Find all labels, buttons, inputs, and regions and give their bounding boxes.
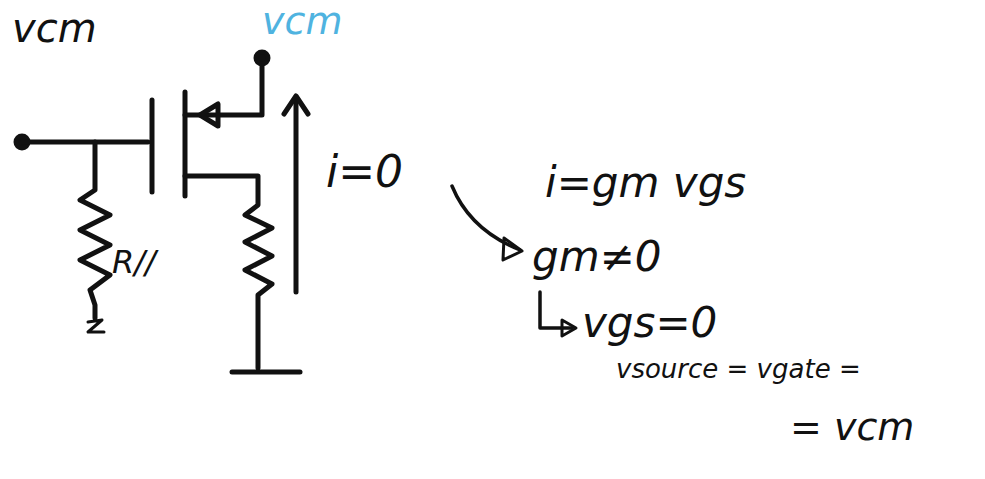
source-terminal xyxy=(256,52,268,64)
resistor-symbol xyxy=(80,142,110,318)
current-label: i=0 xyxy=(326,150,403,194)
input-label: vcm xyxy=(12,8,97,48)
current-arrowhead xyxy=(284,96,308,114)
resistor-label: R// xyxy=(112,246,156,278)
channel-line xyxy=(183,92,188,196)
condition: gm≠0 xyxy=(532,236,662,278)
source-arrow xyxy=(200,104,218,126)
result: vgs=0 xyxy=(582,302,717,344)
note: vsource = vgate = xyxy=(616,356,861,382)
gate-wire xyxy=(22,140,148,145)
gate-plate xyxy=(150,100,155,192)
ground-symbol xyxy=(88,320,104,332)
note-result: = vcm xyxy=(790,408,914,446)
drain-resistor xyxy=(185,176,272,368)
current-arrow xyxy=(294,98,299,292)
ground-line xyxy=(232,370,300,375)
source-wire xyxy=(185,62,262,115)
implies-arrowhead xyxy=(562,320,576,336)
implication-arrowhead xyxy=(503,238,522,260)
equation: i=gm vgs xyxy=(545,162,746,204)
source-label: vcm xyxy=(262,2,342,40)
